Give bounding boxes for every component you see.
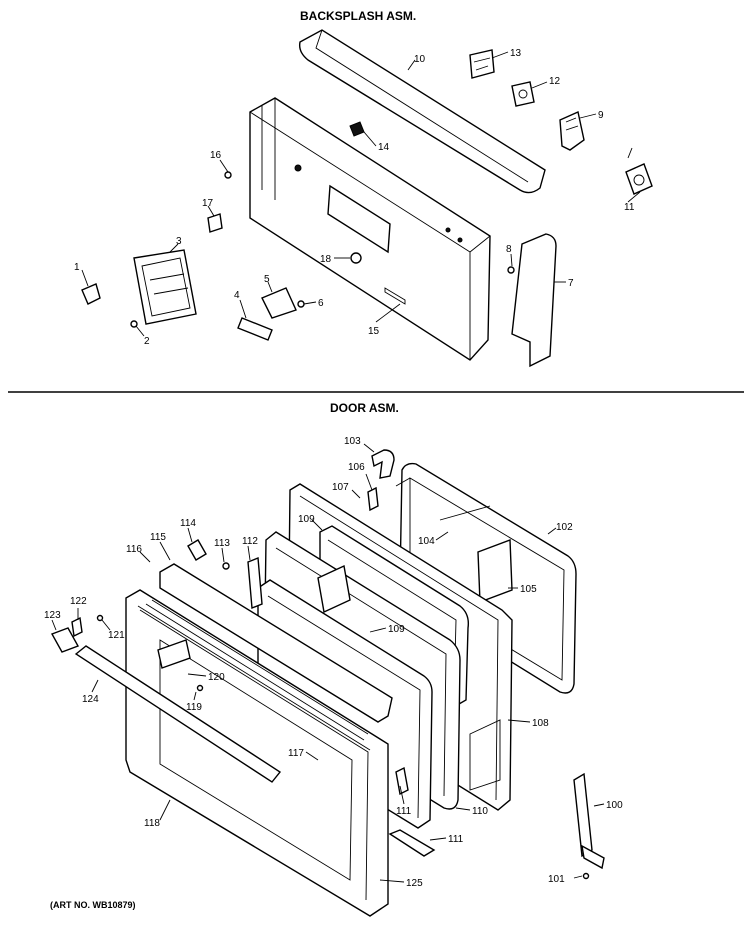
part-114-hinge-stop [187,539,207,561]
part-18-knob [350,252,362,264]
part-103-hinge-cover [371,449,395,479]
door-title: DOOR ASM. [330,401,399,415]
label-100: 100 [606,800,623,811]
label-5: 5 [264,274,270,285]
part-105-insulation [477,539,513,603]
part-7-end-cap [511,233,557,368]
part-101-screw [582,872,590,880]
label-9: 9 [598,110,604,121]
label-123: 123 [44,610,61,621]
label-103: 103 [344,436,361,447]
part-15-backsplash-panel [249,97,491,361]
label-105: 105 [520,584,537,595]
part-123-handle-end-cap [50,627,80,653]
label-2: 2 [144,336,150,347]
label-11: 11 [624,202,635,213]
part-104-strip [439,505,491,521]
part-119-screw [196,684,204,692]
label-109-lower: 109 [388,624,405,635]
label-18: 18 [320,254,332,265]
part-100-door-hinge [573,772,605,870]
part-122-bracket [71,616,83,638]
part-16-screw [224,171,232,179]
part-116-top-trim [159,563,393,723]
part-4-handle [237,317,273,341]
part-14-clip [349,121,365,137]
label-107: 107 [332,482,349,493]
door-leader-lines [51,443,605,883]
label-113: 113 [214,538,230,549]
backsplash-assembly [81,29,653,368]
part-5-bracket [261,287,297,319]
label-118: 118 [144,818,160,829]
label-106: 106 [348,462,365,473]
label-10: 10 [414,54,426,65]
part-17-switch [207,213,223,233]
part-125-outer-door-panel [125,589,389,917]
label-111-lower: 111 [448,834,464,845]
label-15: 15 [368,326,380,337]
label-3: 3 [176,236,182,247]
label-12: 12 [549,76,561,87]
label-6: 6 [318,298,324,309]
part-10-trim [298,29,546,194]
label-102: 102 [556,522,573,533]
door-assembly [50,449,605,917]
label-101: 101 [548,874,565,885]
label-112: 112 [242,536,258,547]
label-13: 13 [510,48,522,59]
label-116: 116 [126,544,142,555]
part-1-knob [81,283,101,305]
part-3-timer [133,249,197,325]
backsplash-title: BACKSPLASH ASM. [300,9,416,23]
label-108: 108 [532,718,549,729]
label-124: 124 [82,694,99,705]
label-115: 115 [150,532,166,543]
label-8: 8 [506,244,512,255]
part-106-clip [367,486,379,512]
label-104: 104 [418,536,435,547]
part-8-screw [507,266,515,274]
label-16: 16 [210,150,222,161]
label-125: 125 [406,878,423,889]
label-114: 114 [180,518,196,529]
art-number: (ART NO. WB10879) [50,900,136,910]
label-120: 120 [208,672,225,683]
part-112-bracket [247,556,263,610]
label-7: 7 [568,278,574,289]
label-111-upper: 111 [396,806,412,817]
part-2-screw [130,320,138,328]
label-109-upper: 109 [298,514,315,525]
part-111-channel [388,829,436,857]
part-124-door-handle [74,645,282,783]
part-12-thermostat [511,81,535,107]
part-111-bracket [395,766,409,796]
part-13-switch [469,49,495,79]
backsplash-labels: 1 2 3 4 5 6 7 8 9 10 11 12 13 14 15 16 1… [74,48,635,347]
label-1: 1 [74,262,80,273]
part-11-clock [625,147,653,195]
label-122: 122 [70,596,87,607]
part-121-screw [96,614,104,622]
label-14: 14 [378,142,390,153]
label-110: 110 [472,806,488,817]
label-4: 4 [234,290,240,301]
part-113-screw [222,562,230,570]
label-121: 121 [108,630,125,641]
part-9-switch [559,111,585,151]
label-17: 17 [202,198,214,209]
part-120-handle-insert [157,639,191,669]
label-117: 117 [288,748,304,759]
part-6-screw [297,300,305,308]
door-labels: 100 101 102 103 104 105 106 107 108 109 … [44,436,623,889]
backsplash-leader-lines [81,51,641,337]
label-119: 119 [186,702,202,713]
